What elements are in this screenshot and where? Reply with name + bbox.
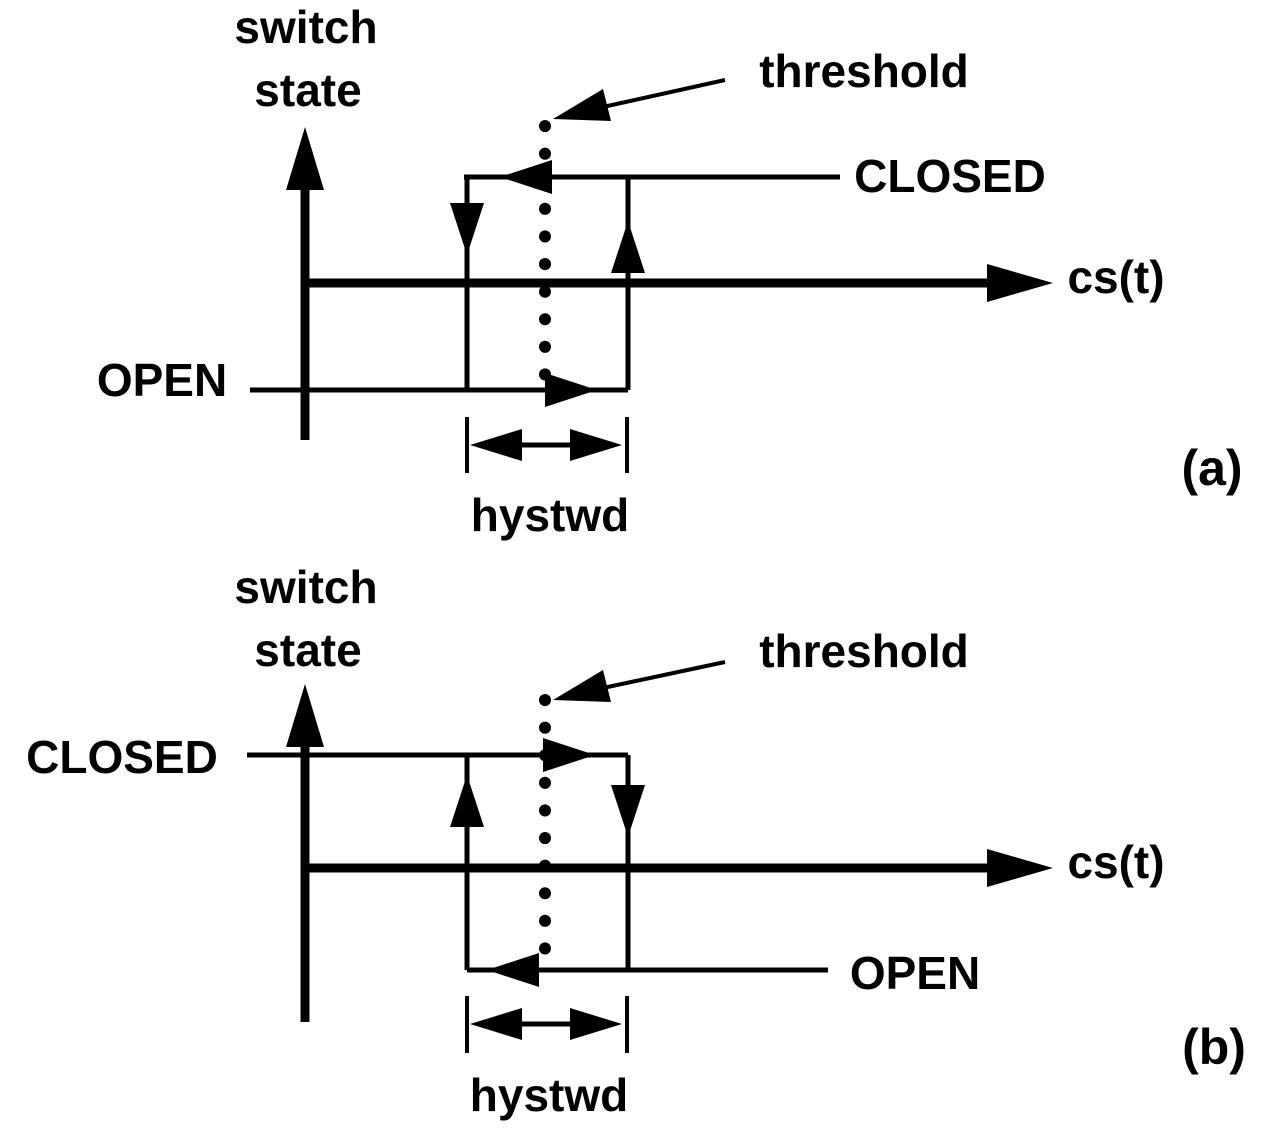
- open-label-a: OPEN: [96, 354, 228, 406]
- y-axis-label-line2-a: state: [254, 64, 362, 116]
- down-arrowhead-left-vertical-a: [450, 203, 484, 255]
- threshold-label-b: threshold: [759, 625, 969, 677]
- panel-caption-a: (a): [1181, 440, 1243, 496]
- panel-b-graphics: [247, 660, 1053, 1053]
- closed-label-b: CLOSED: [26, 731, 218, 783]
- hystwd-label-b: hystwd: [469, 1069, 629, 1121]
- x-axis-arrowhead-a: [987, 264, 1053, 302]
- open-label-b: OPEN: [849, 947, 981, 999]
- up-arrowhead-right-vertical-a: [611, 221, 645, 273]
- threshold-pointer-line-b: [602, 660, 726, 690]
- down-arrowhead-right-vertical-b: [611, 785, 645, 837]
- x-axis-label-a: cs(t): [1067, 251, 1165, 303]
- left-arrowhead-open-line-b: [487, 953, 539, 987]
- hystwd-right-arrowhead-b: [570, 1008, 622, 1040]
- panel-a-graphics: [250, 78, 1053, 473]
- y-axis-label-line1-a: switch: [234, 1, 378, 53]
- left-arrowhead-closed-line-a: [500, 160, 552, 194]
- y-axis-arrowhead-b: [286, 684, 324, 747]
- threshold-pointer-arrowhead-a: [553, 89, 611, 121]
- threshold-label-a: threshold: [759, 45, 969, 97]
- hystwd-right-arrowhead-a: [570, 429, 622, 461]
- up-arrowhead-left-vertical-b: [450, 775, 484, 827]
- panel-caption-b: (b): [1182, 1019, 1246, 1075]
- y-axis-arrowhead-a: [286, 127, 324, 190]
- hystwd-left-arrowhead-a: [470, 429, 522, 461]
- y-axis-label-line1-b: switch: [234, 561, 378, 613]
- x-axis-arrowhead-b: [987, 849, 1053, 887]
- threshold-pointer-arrowhead-b: [553, 670, 611, 702]
- hystwd-left-arrowhead-b: [470, 1008, 522, 1040]
- x-axis-label-b: cs(t): [1067, 836, 1165, 888]
- threshold-pointer-line-a: [602, 78, 726, 109]
- closed-label-a: CLOSED: [854, 150, 1046, 202]
- y-axis-label-line2-b: state: [254, 624, 362, 676]
- hystwd-label-a: hystwd: [470, 489, 630, 541]
- right-arrowhead-closed-line-b: [543, 738, 595, 772]
- right-arrowhead-open-line-a: [545, 373, 597, 407]
